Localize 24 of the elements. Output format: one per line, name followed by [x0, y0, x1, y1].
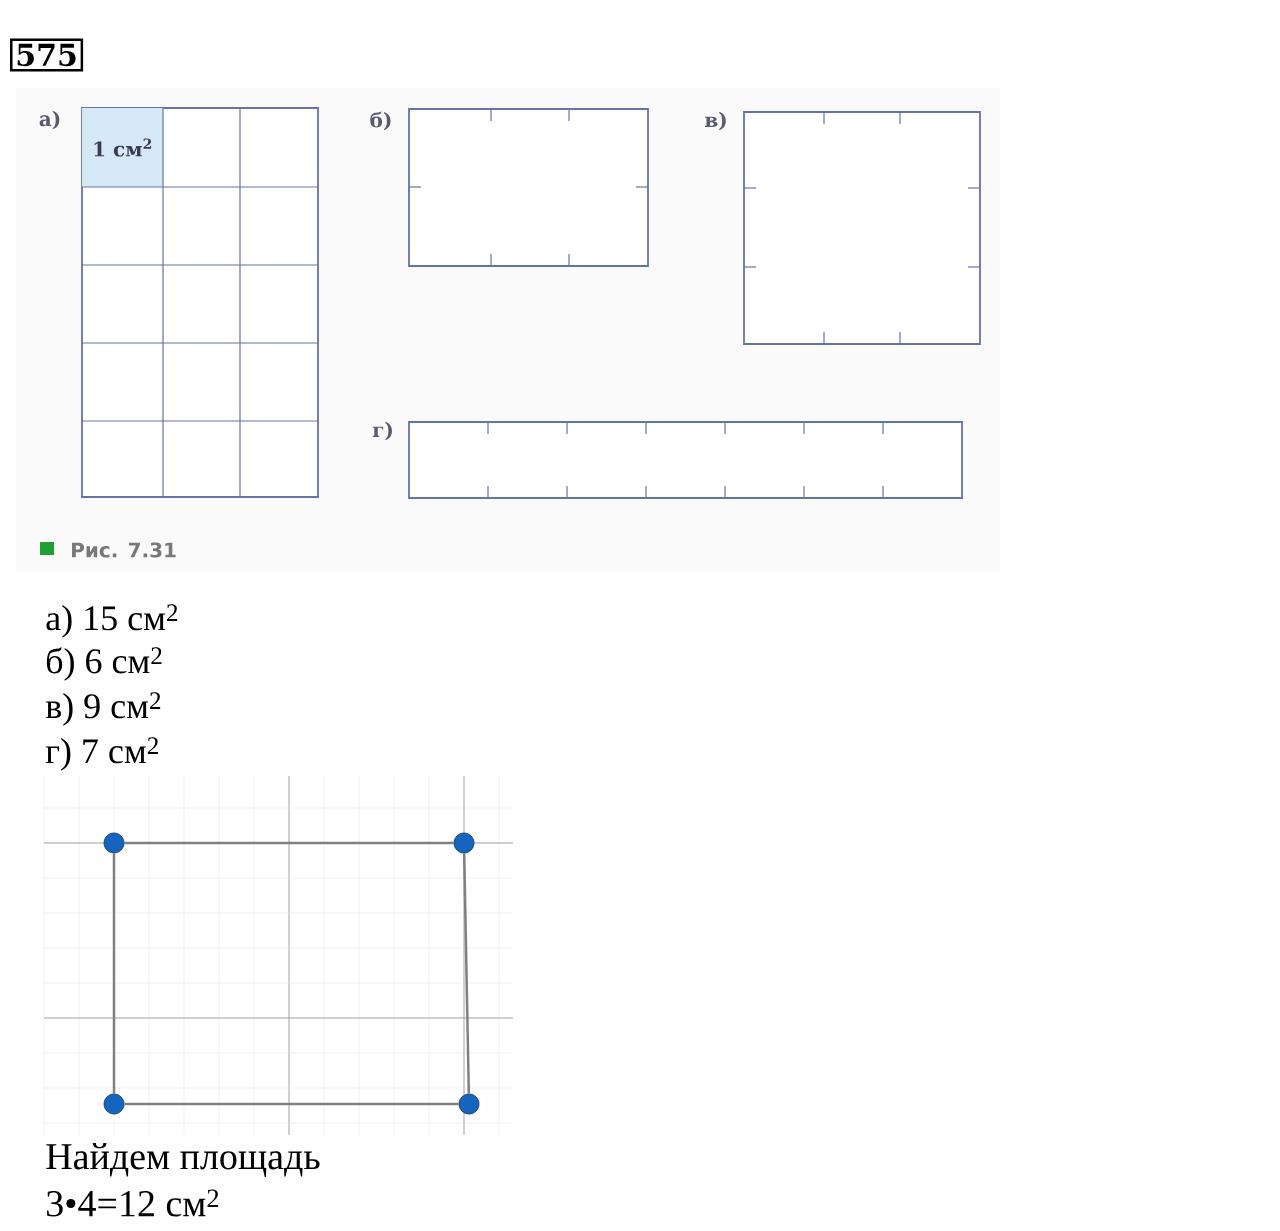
answer: б) 6 см$^{2}$: [46, 647, 162, 681]
node-label: б): [370, 111, 391, 131]
point: [103, 832, 125, 854]
figure-caption: Рис. 7.31: [72, 542, 176, 558]
answer: в) 9 см$^{2}$: [45, 692, 161, 726]
rectangle-side: [462, 853, 471, 1094]
answer: а) 15 см$^{2}$: [46, 604, 178, 638]
rectangle-side: [112, 853, 116, 1094]
rectangle: б): [370, 108, 649, 267]
node-label: а): [39, 110, 60, 130]
rectangle-side: [124, 1102, 459, 1106]
point: [458, 1093, 480, 1115]
node-label: г): [372, 421, 392, 441]
rectangle: в): [705, 111, 981, 345]
unit-square: 1 см$^{2}$: [82, 108, 163, 187]
point: [103, 1093, 125, 1115]
rectangle: г): [372, 421, 963, 499]
solution-formula: 3•4=12 см$^{2}$: [47, 1189, 219, 1217]
rectangle-side: [124, 841, 454, 845]
answer: г) 7 см$^{2}$: [45, 737, 158, 771]
point: [453, 832, 475, 854]
exercise-number: 575: [10, 38, 84, 72]
solution-text: Найдем площадь: [46, 1143, 320, 1177]
node-label: в): [705, 111, 726, 131]
